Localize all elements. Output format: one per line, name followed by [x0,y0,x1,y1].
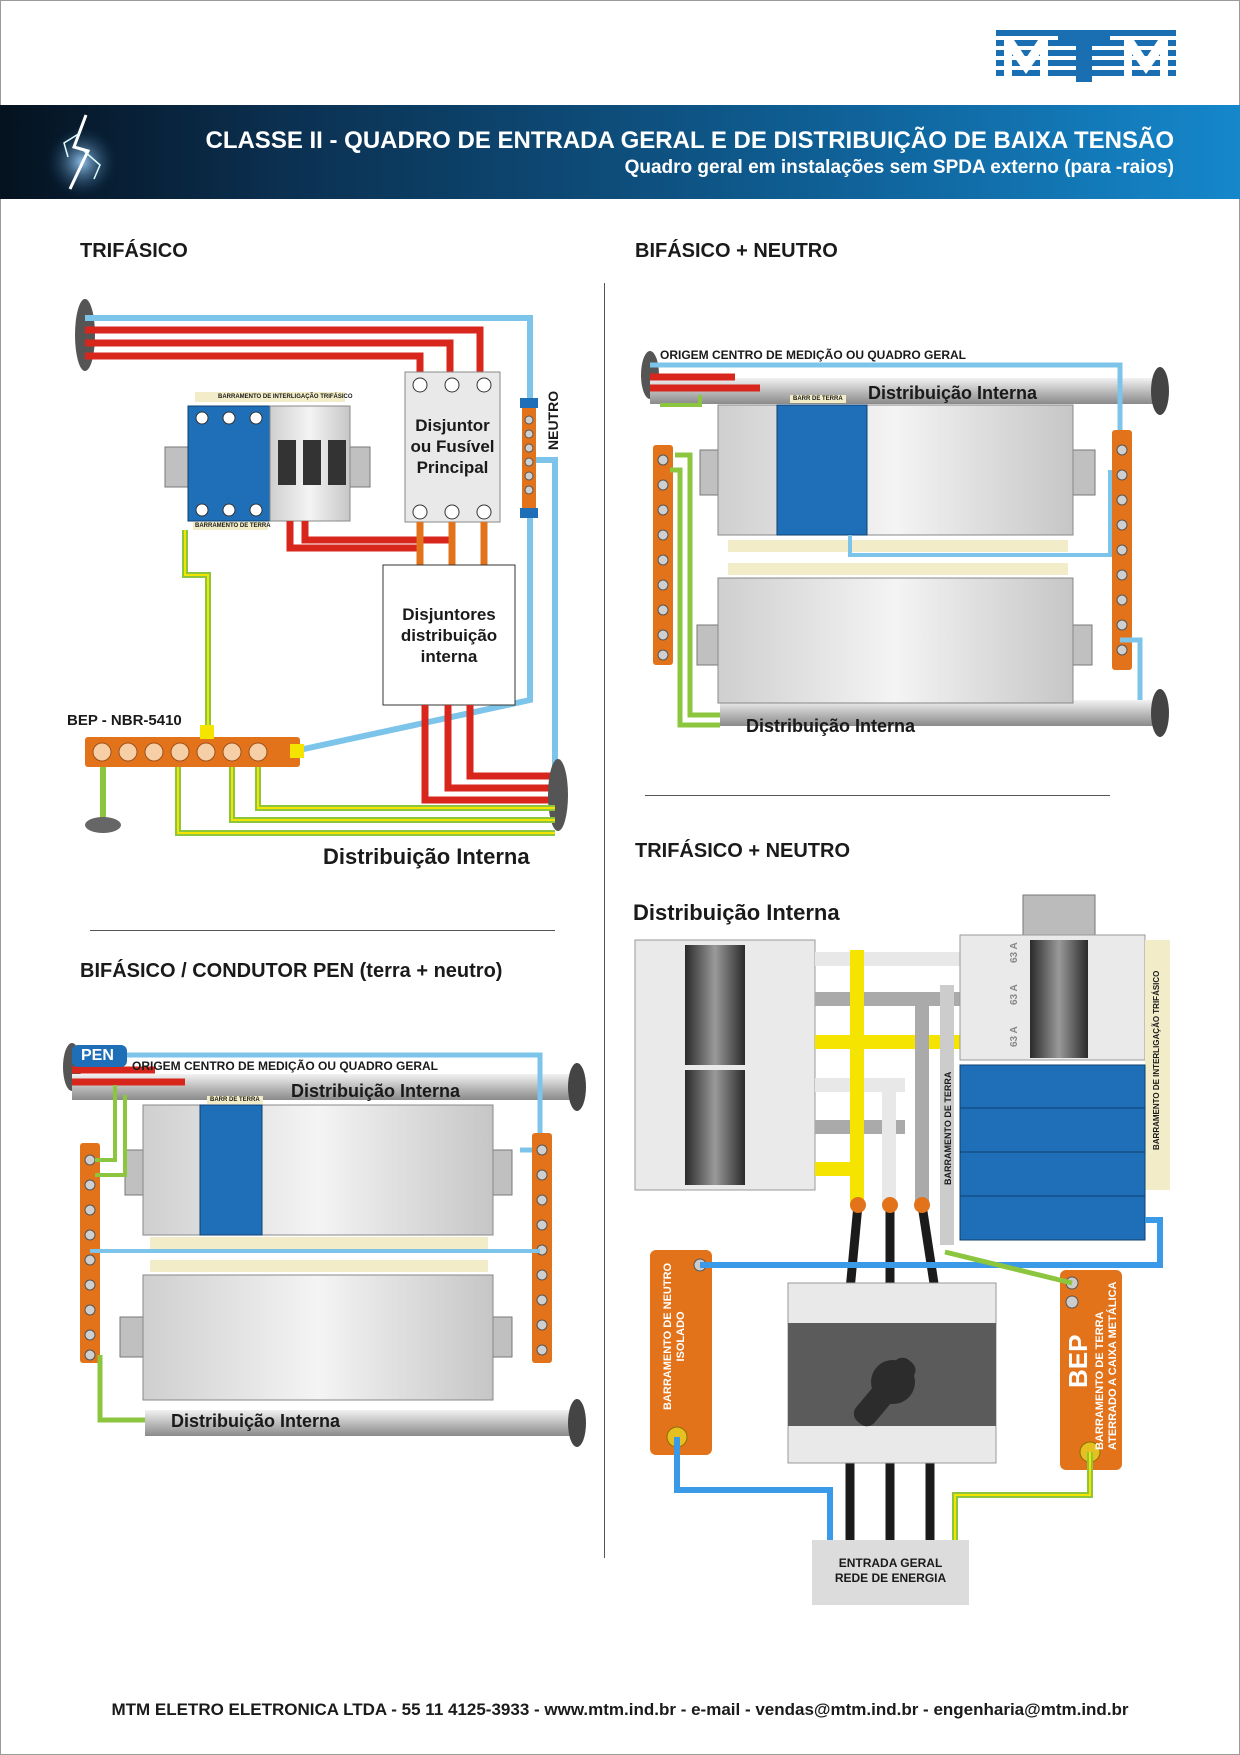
bep-description: BARRAMENTO DE TERRA ATERRADO A CAIXA MET… [1094,1281,1119,1450]
breaker-rating-label: 63 A [1009,984,1020,1005]
barramento-interligacao-label: BARRAMENTO DE INTERLIGAÇÃO TRIFÁSICO [1152,970,1161,1150]
distribuicao-label: Distribuição Interna [323,844,530,869]
lightning-icon [46,114,118,197]
page-subtitle: Quadro geral em instalações sem SPDA ext… [624,157,1174,178]
breaker-rating-label: 63 A [1009,1026,1020,1047]
section-title-bifasico-neutro: BIFÁSICO + NEUTRO [635,240,838,262]
mtm-logo [996,30,1176,82]
distribuicao-top-label: Distribuição Interna [291,1081,461,1101]
bep-label: BEP [1063,1334,1093,1388]
footer-contact: MTM ELETRO ELETRONICA LTDA - 55 11 4125-… [111,1700,1129,1719]
divider-left [90,930,555,931]
pen-badge: PEN [81,1047,114,1064]
origem-label: ORIGEM CENTRO DE MEDIÇÃO OU QUADRO GERAL [660,348,967,362]
distribuicao-bottom-label: Distribuição Interna [746,716,916,736]
barr-terra-label: BARR DE TERRA [790,395,846,403]
neutro-label: NEUTRO [545,390,561,450]
diagram-trifasico-neutro [634,894,1170,1605]
distribuicao-top-label: Distribuição Interna [868,383,1038,403]
barramento-terra-label: BARRAMENTO DE TERRA [195,523,271,529]
diagram-trifasico [75,299,568,836]
distribuicao-label: Distribuição Interna [633,900,840,925]
section-title-trifasico-neutro: TRIFÁSICO + NEUTRO [635,840,851,862]
section-title-trifasico: TRIFÁSICO [80,240,188,262]
disjuntores-distribuicao-label: Disjuntores distribuição interna [400,605,498,666]
section-title-bifasico-pen: BIFÁSICO / CONDUTOR PEN (terra + neutro) [80,960,503,982]
breaker-rating-label: 63 A [1009,942,1020,963]
barr-terra-label: BARR DE TERRA [207,1096,263,1104]
barramento-neutro-label: BARRAMENTO DE NEUTRO ISOLADO [662,1262,687,1410]
page-title: CLASSE II - QUADRO DE ENTRADA GERAL E DE… [205,127,1174,154]
entrada-geral-label: ENTRADA GERAL REDE DE ENERGIA [834,1556,947,1585]
diagram-bifasico-neutro [641,351,1169,737]
header-banner: CLASSE II - QUADRO DE ENTRADA GERAL E DE… [0,105,1240,199]
diagram-bifasico-pen [63,1043,586,1447]
barramento-terra-label: BARRAMENTO DE TERRA [943,1071,953,1185]
distribuicao-bottom-label: Distribuição Interna [171,1411,341,1431]
divider-right [645,795,1110,796]
vertical-divider [604,283,605,1558]
barramento-interligacao-label: BARRAMENTO DE INTERLIGAÇÃO TRIFÁSICO [218,394,353,400]
disjuntor-principal-label: Disjuntor ou Fusível Principal [410,416,495,477]
origem-label: ORIGEM CENTRO DE MEDIÇÃO OU QUADRO GERAL [132,1059,439,1073]
bep-label: BEP - NBR-5410 [67,712,182,729]
